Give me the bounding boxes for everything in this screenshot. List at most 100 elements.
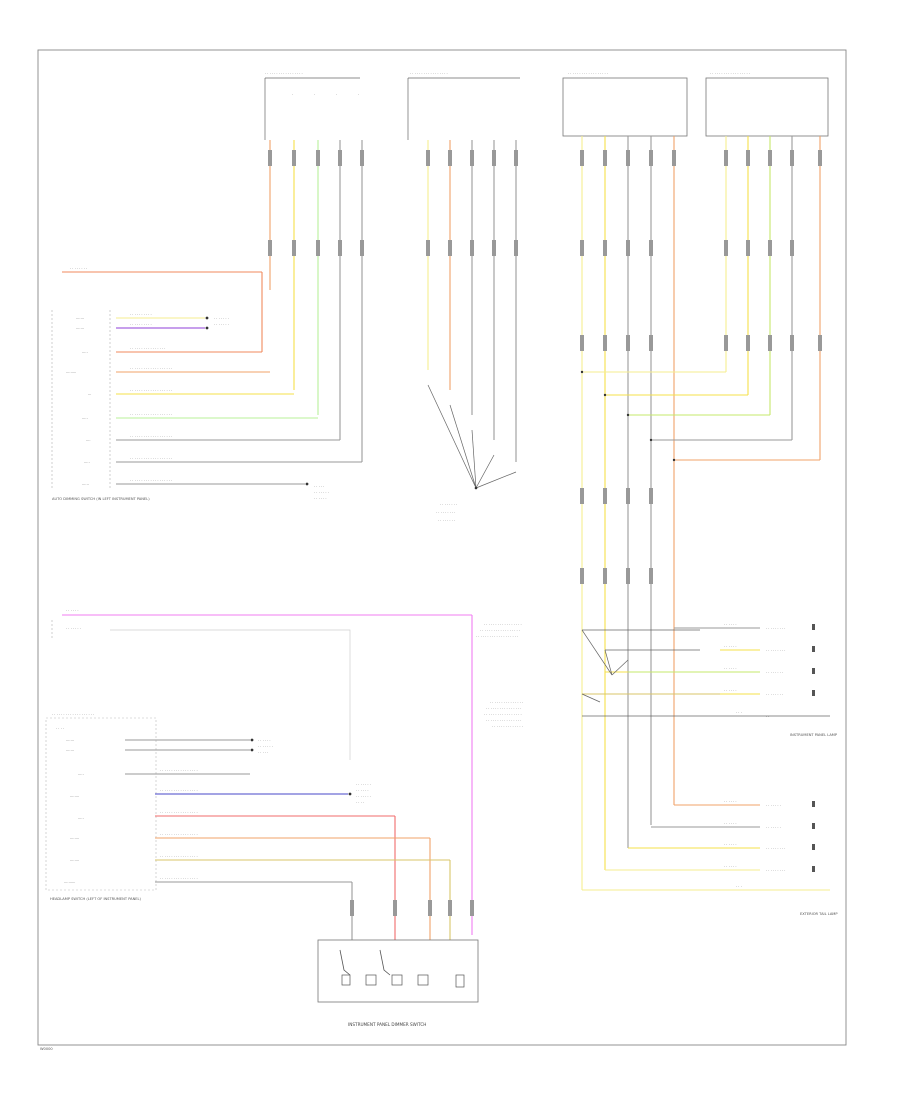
svg-text:· · · · · ·: · · · · · · (258, 739, 271, 743)
svg-text:· · · · · · · · · · · · · · ·: · · · · · · · · · · · · · · · · · (160, 855, 198, 859)
svg-text:· · · · · · · ·: · · · · · · · · (766, 693, 783, 697)
svg-text:·······: ······· (66, 739, 74, 743)
svg-text:· · ·: · · · (736, 885, 742, 889)
svg-text:· · · · · · · · · · · · · · ·: · · · · · · · · · · · · · · · · · (484, 713, 522, 717)
svg-text:·: · (314, 93, 315, 97)
headlamp-switch-label: HEADLAMP SWITCH (LEFT OF INSTRUMENT PANE… (50, 897, 142, 901)
svg-text:·: · (292, 93, 293, 97)
svg-text:· · · · · · ·: · · · · · · · (214, 323, 229, 327)
ground-star-center: · · · · · · · · · · · · · · · · · · · · … (427, 384, 517, 523)
svg-text:· · · · · ·: · · · · · · (314, 497, 327, 501)
svg-text:·: · (336, 93, 337, 97)
svg-text:· · · · · · ·: · · · · · · · (356, 783, 371, 787)
svg-text:· · · · · ·: · · · · · · (724, 623, 737, 627)
svg-text:········: ········ (70, 795, 79, 799)
svg-text:· · · · · · ·: · · · · · · · (766, 804, 781, 808)
svg-text:· · · · · · · · · · · · · · ·: · · · · · · · · · · · · · · · · · · · (130, 435, 172, 439)
svg-text:· · · · · · · · · · · · · · ·: · · · · · · · · · · · · · · · · · (160, 833, 198, 837)
svg-text:·····: ····· (82, 351, 88, 355)
instrument-panel-switch-label: INSTRUMENT PANEL DIMMER SWITCH (348, 1022, 426, 1027)
svg-text:· · · · · ·: · · · · · · (724, 865, 737, 869)
connector-marks-box-4 (724, 150, 822, 351)
svg-text:· · · · · · · · · · · · · · ·: · · · · · · · · · · · · · · · · · · (710, 72, 750, 76)
vertical-wires-box-4 (725, 136, 821, 460)
svg-text:··········: ·········· (64, 881, 75, 885)
right-lamp-top: · · · · · · · · · · · · · · · · · · · · · … (582, 623, 838, 737)
svg-text:· · · · · · · · · · · · · · ·: · · · · · · · · · · · · · · · · · (160, 811, 198, 815)
svg-text:· · · · · · · · · · · · · · ·: · · · · · · · · · · · · · · · · (130, 347, 165, 351)
svg-text:······: ······ (82, 483, 89, 487)
svg-text:· · · · · · · · · · · · · · ·: · · · · · · · · · · · · · · · · · · (480, 629, 520, 633)
svg-text:· · · · · · · · · · · · · · ·: · · · · · · · · · · · · · · · · · · · (130, 457, 172, 461)
svg-text:· · · · · · · · · · · · · · ·: · · · · · · · · · · · · · · · · · (160, 769, 198, 773)
connector-marks-group-1 (268, 150, 364, 256)
svg-text:· · · · · · · · ·: · · · · · · · · · (436, 511, 455, 515)
svg-text:···: ··· (88, 393, 91, 397)
svg-text:· · · · · ·: · · · · · · (724, 822, 737, 826)
svg-text:· · · · · · ·: · · · · · · · (214, 317, 229, 321)
svg-text:· · · · · · · · · ·: · · · · · · · · · · (130, 323, 152, 327)
svg-text:· · · · · · · · · · · · · · ·: · · · · · · · · · · · · · · · · · (484, 623, 522, 627)
svg-text:·····: ····· (82, 417, 88, 421)
svg-text:· · · · · · ·: · · · · · · · (766, 826, 781, 830)
svg-text:· · · · ·: · · · · · (258, 751, 268, 755)
svg-text:·········: ········· (66, 371, 76, 375)
svg-text:· · · · · · · ·: · · · · · · · · (438, 519, 455, 523)
magenta-feed-wire: · · · · · · · · · · · · · (51, 609, 473, 935)
svg-text:· · · · ·: · · · · · (314, 485, 324, 489)
right-lamp-bottom: · · · · · · · · · · · · · · · · · · · · · … (582, 800, 838, 916)
svg-text:· · ·: · · · (736, 711, 742, 715)
vertical-wires-group-1 (269, 140, 363, 462)
svg-text:····: ···· (86, 439, 91, 443)
svg-text:· · · · · · · · · · · · · · ·: · · · · · · · · · · · · · · · · · · · (476, 635, 518, 639)
svg-text:· · · · · · ·: · · · · · · · (356, 795, 371, 799)
connector-marks-group-2 (426, 150, 518, 256)
svg-text:· · · · · · · · · · · · · · ·: · · · · · · · · · · · · · · · · · · · (52, 713, 94, 717)
svg-text:·····: ····· (84, 461, 90, 465)
right-splices: · · · · · · · · · · · · · · · · · · · · … (476, 623, 629, 729)
svg-text:· · · · · ·: · · · · · · (66, 609, 79, 613)
svg-text:· · · · · ·: · · · · · · (724, 645, 737, 649)
svg-text:· · · ·: · · · · (356, 801, 364, 805)
left-top-switch-label: AUTO DIMMING SWITCH (IN LEFT INSTRUMENT … (52, 497, 150, 501)
svg-text:· · · · · · · · · ·: · · · · · · · · · · (130, 313, 152, 317)
svg-text:· · · · · ·: · · · · · · (356, 789, 369, 793)
svg-text:· · · · · ·: · · · · · · (724, 667, 737, 671)
svg-text:········: ········ (70, 859, 79, 863)
svg-text:· · · · · · · · · · · · · · ·: · · · · · · · · · · · · · · · · · · (568, 72, 608, 76)
svg-text:· · · · · · · · · · · · · · ·: · · · · · · · · · · · · · · · · · · · (130, 413, 172, 417)
footer-code: W0000 (40, 1047, 53, 1051)
connector-marks-box-3 (580, 150, 676, 584)
svg-text:· · · · · · · · · · · · · · ·: · · · · · · · · · · · · · · · · (486, 719, 521, 723)
svg-text:· · · · · · · · · · · · · · ·: · · · · · · · · · · · · · · · · · (410, 72, 448, 76)
svg-text:· · · · · · · · · · · · · · ·: · · · · · · · · · · · · · · · · · · · (130, 389, 172, 393)
right-side-bottom-label: EXTERIOR TAIL LAMP (800, 912, 838, 916)
top-connector-group-1: · · · · · · · · · · · · · · · · · · · · · (264, 72, 360, 140)
svg-text:· · · · · · · · · · · · · · ·: · · · · · · · · · · · · · · · · · (160, 877, 198, 881)
svg-text:· · · · · · · · · · · · · · ·: · · · · · · · · · · · · · · · · · (265, 72, 303, 76)
cross-wires-right (580, 370, 820, 462)
svg-text:·······: ······· (76, 327, 84, 331)
svg-text:·····: ····· (78, 817, 84, 821)
svg-text:· · · · · ·: · · · · · · (724, 800, 737, 804)
right-side-top-label: INSTRUMENT PANEL LAMP (790, 733, 838, 737)
svg-text:········: ········ (70, 837, 79, 841)
svg-text:· · · · · · · · · · · · · ·: · · · · · · · · · · · · · · (492, 725, 523, 729)
top-connector-group-2: · · · · · · · · · · · · · · · · · (407, 72, 520, 140)
svg-text:· · · · · ·: · · · · · · (724, 689, 737, 693)
svg-text:· · · · · · · · ·: · · · · · · · · · (766, 869, 785, 873)
top-connector-box-4: · · · · · · · · · · · · · · · · · · (705, 72, 829, 137)
left-top-switch-block: · · · · · · · · ·············· ·········… (51, 267, 362, 501)
svg-text:· ·: · · (766, 715, 769, 719)
svg-text:· · · · · · ·: · · · · · · · (258, 745, 273, 749)
svg-text:· · · · · · ·: · · · · · · · (314, 491, 329, 495)
svg-text:·······: ······· (76, 317, 84, 321)
svg-text:· · · · · · · · · · · · · · ·: · · · · · · · · · · · · · · · (490, 701, 523, 705)
svg-text:· · · · · ·: · · · · · · (724, 843, 737, 847)
svg-text:· · · · · · ·: · · · · · · · (66, 627, 81, 631)
svg-text:·······: ······· (66, 749, 74, 753)
svg-text:· · · · · · · · ·: · · · · · · · · · (766, 649, 785, 653)
svg-text:·: · (358, 93, 359, 97)
